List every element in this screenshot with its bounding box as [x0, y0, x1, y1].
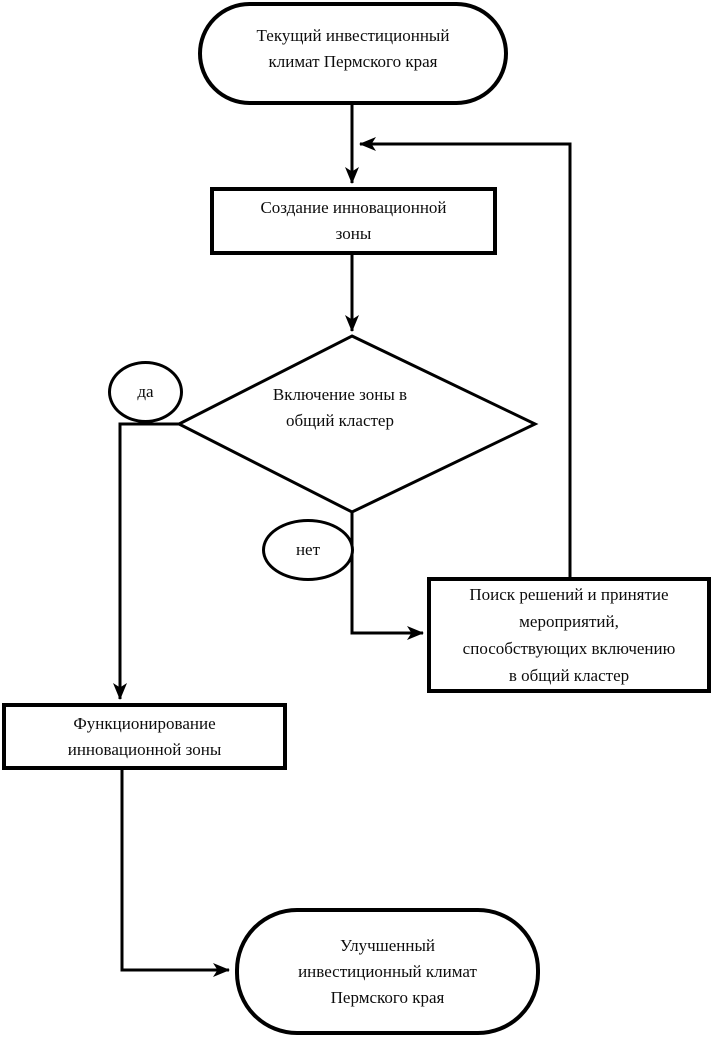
decision-label-block: Включение зоны в общий кластер [225, 381, 455, 435]
operate-zone-label: Функционирование инновационной зоны [67, 713, 222, 759]
arrow-decision-yes-to-operate [113, 422, 179, 700]
end-label: Улучшенный инвестиционный климат Пермско… [298, 935, 477, 1007]
no-label: нет [295, 540, 321, 559]
end-terminator: Улучшенный инвестиционный климат Пермско… [235, 908, 540, 1035]
arrow-operate-to-end [120, 770, 230, 977]
arrow-feedback-search-to-create [359, 137, 572, 577]
start-terminator: Текущий инвестиционный климат Пермского … [198, 2, 508, 105]
yes-connector-label: да [108, 361, 183, 423]
operate-zone-process: Функционирование инновационной зоны [2, 703, 287, 770]
start-label: Текущий инвестиционный климат Пермского … [256, 25, 450, 71]
search-solutions-label: Поиск решений и принятие мероприятий, сп… [462, 585, 676, 685]
no-connector-label: нет [262, 519, 354, 581]
yes-label: да [137, 382, 154, 401]
decision-label: Включение зоны в общий кластер [272, 385, 408, 430]
arrow-decision-no-to-search [350, 512, 424, 640]
create-zone-process: Создание инновационной зоны [210, 187, 497, 255]
create-zone-label: Создание инновационной зоны [260, 198, 447, 243]
search-solutions-process: Поиск решений и принятие мероприятий, сп… [427, 577, 711, 693]
decision-diamond-shape [175, 334, 539, 514]
